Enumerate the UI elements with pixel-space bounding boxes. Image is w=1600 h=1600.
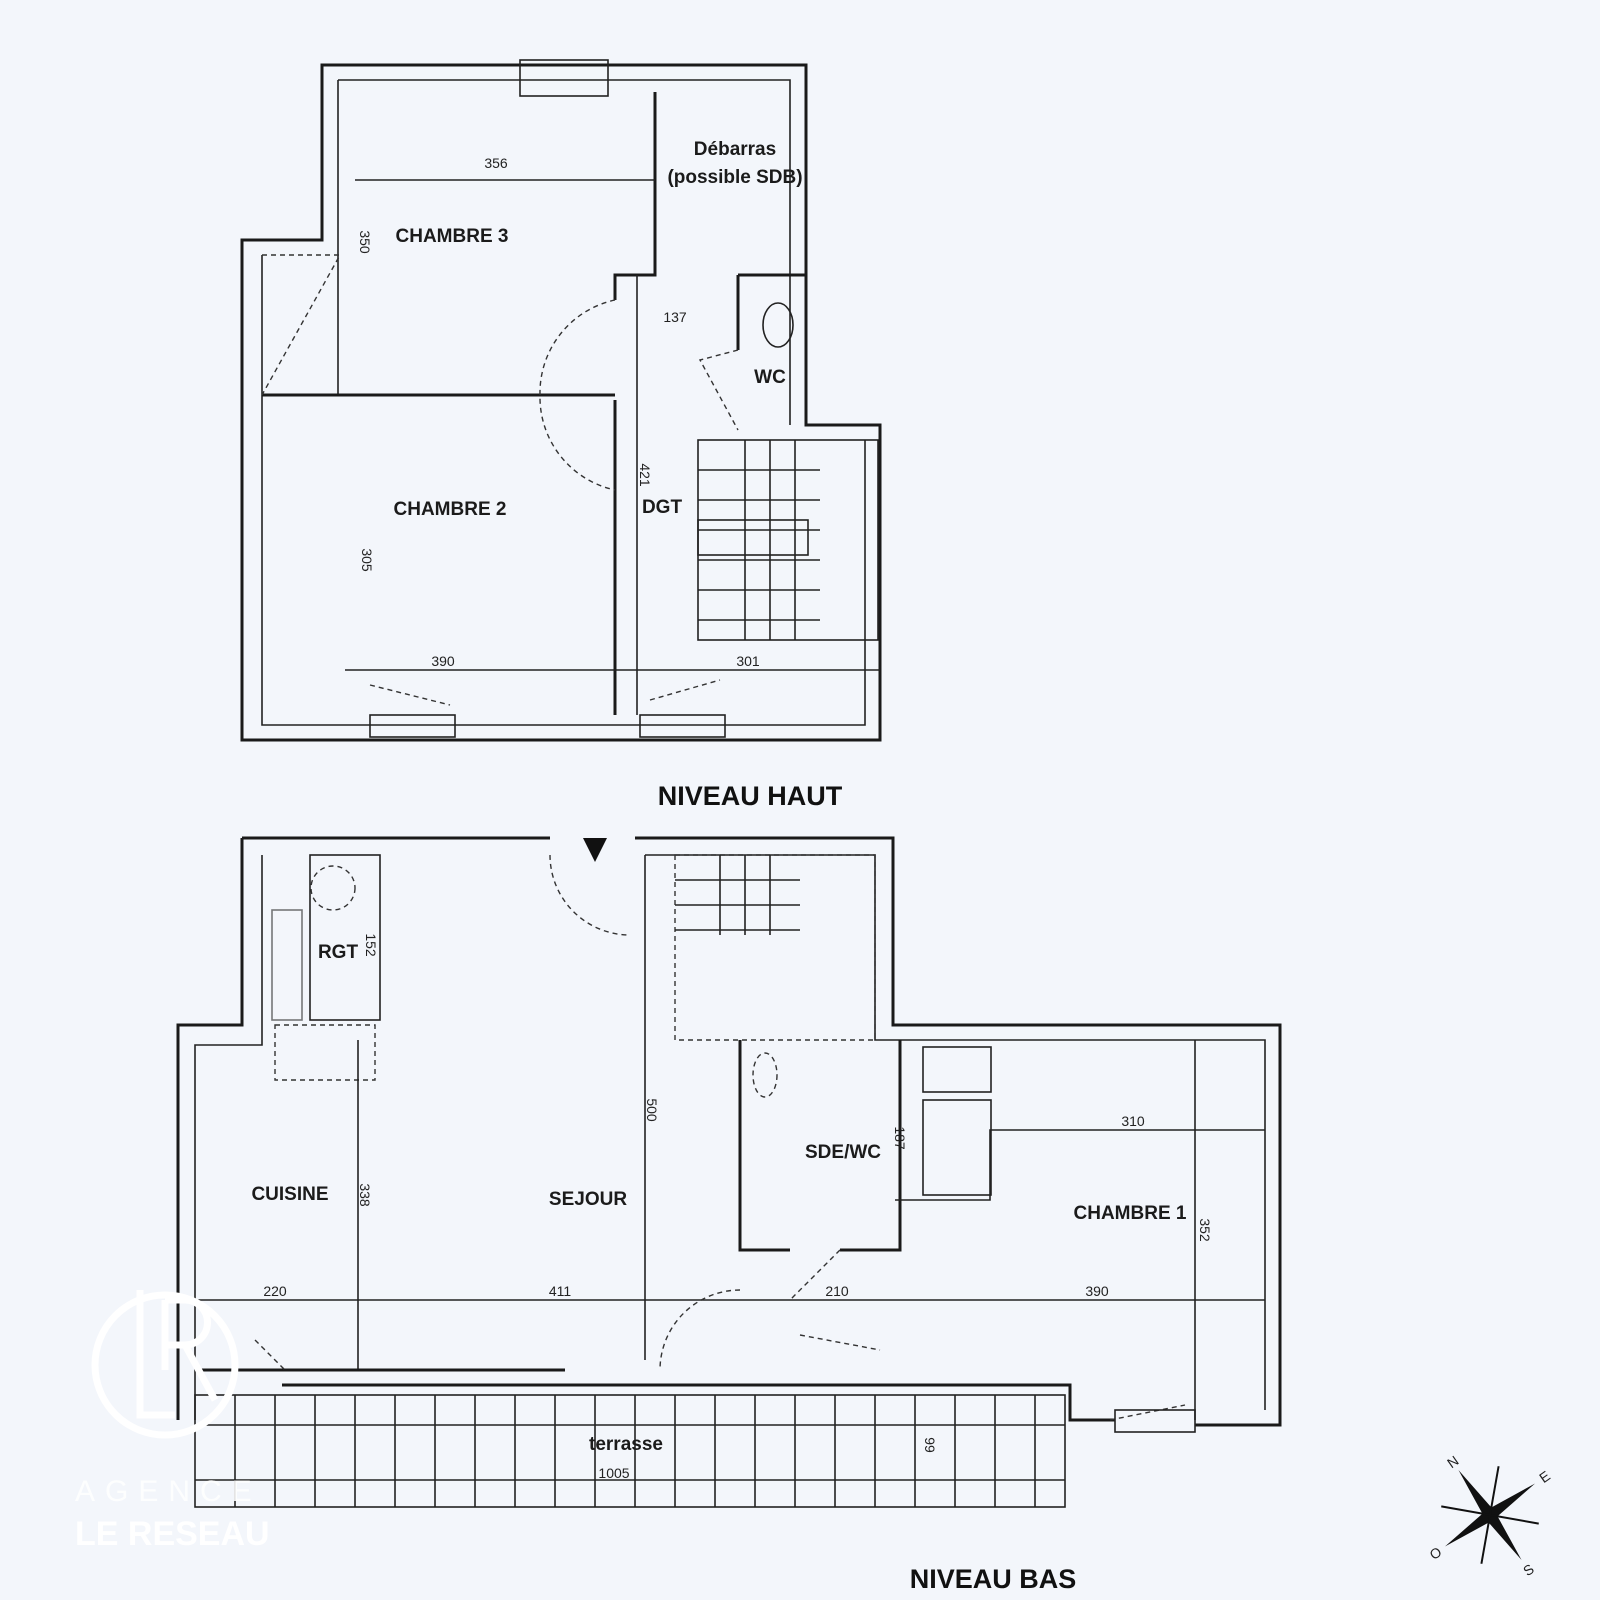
lower-level-title: NIVEAU BAS — [910, 1564, 1077, 1594]
dimension-301: 301 — [736, 653, 760, 669]
room-label-chambre1: CHAMBRE 1 — [1074, 1203, 1187, 1224]
room-label-dgt: DGT — [642, 497, 683, 518]
agency-logo-mark — [91, 1290, 239, 1439]
room-label-sdewc: SDE/WC — [805, 1142, 881, 1163]
rgt-closet — [309, 854, 381, 1021]
bathtub-icon — [922, 1099, 992, 1196]
room-label-chambre3: CHAMBRE 3 — [396, 226, 509, 247]
boiler-icon — [310, 865, 356, 911]
compass-south: S — [1520, 1561, 1537, 1579]
dimension-500: 500 — [644, 1098, 660, 1122]
lower-level-plan — [176, 836, 1282, 1508]
sink-icon — [752, 1052, 778, 1098]
room-label-chambre2: CHAMBRE 2 — [394, 499, 507, 520]
room-label-cuisine: CUISINE — [251, 1184, 328, 1205]
dimension-152: 152 — [363, 933, 379, 957]
dimension-187: 187 — [892, 1126, 908, 1150]
room-label-debarras: Débarras — [694, 139, 776, 160]
room-note-debarras: (possible SDB) — [667, 167, 802, 188]
upper-level-plan — [240, 59, 882, 742]
room-label-sejour: SEJOUR — [549, 1189, 627, 1210]
compass-west: O — [1426, 1543, 1444, 1562]
room-label-rgt: RGT — [318, 942, 359, 963]
upper-level-title: NIVEAU HAUT — [658, 781, 843, 811]
dimension-99: 99 — [922, 1437, 938, 1453]
toilet-icon — [762, 302, 794, 348]
dimension-352: 352 — [1197, 1218, 1213, 1242]
dimension-411: 411 — [549, 1283, 572, 1299]
window — [519, 59, 609, 97]
room-label-wc: WC — [754, 367, 786, 388]
room-label-terrasse: terrasse — [589, 1434, 663, 1455]
dimension-350: 350 — [357, 230, 373, 254]
compass-east: E — [1536, 1468, 1553, 1486]
dimension-390-lower: 390 — [1085, 1283, 1109, 1299]
compass-rose-icon: N S E O — [1426, 1452, 1553, 1579]
dimension-220: 220 — [263, 1283, 287, 1299]
dimension-338: 338 — [357, 1183, 373, 1207]
entrance-arrow-icon — [583, 838, 607, 862]
compass-north: N — [1444, 1452, 1461, 1471]
dimension-1005: 1005 — [598, 1465, 629, 1481]
dimension-305: 305 — [359, 548, 375, 572]
logo-le-reseau: LE RESEAU — [75, 1515, 270, 1553]
terrace-deck — [194, 1394, 1066, 1508]
dimension-210: 210 — [825, 1283, 849, 1299]
dimension-137: 137 — [663, 309, 687, 325]
dimension-390: 390 — [431, 653, 455, 669]
dimension-310: 310 — [1121, 1113, 1145, 1129]
dimension-421: 421 — [637, 463, 653, 487]
dimension-356: 356 — [484, 155, 508, 171]
staircase-lower — [674, 854, 876, 1041]
shower-icon — [922, 1046, 992, 1093]
logo-agence: AGENCE — [75, 1475, 262, 1508]
